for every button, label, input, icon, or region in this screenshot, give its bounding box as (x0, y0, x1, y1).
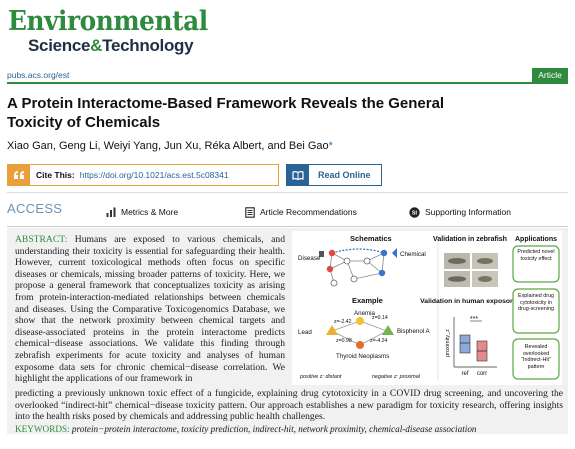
si-circle-icon: SI (409, 206, 420, 218)
zebrafish-images (444, 253, 498, 287)
boxplot-y-label: proximity_z (445, 329, 451, 357)
validation-zebrafish-text: Validation in zebrafish (433, 236, 507, 243)
journal-logo-line2: Science&Technology (28, 36, 194, 56)
metrics-label: Metrics & More (121, 207, 179, 217)
access-divider (7, 226, 568, 227)
cite-label: Cite This: (36, 170, 75, 180)
book-open-icon (287, 165, 309, 185)
app-box-1: Predicted novel toxicity effect (517, 249, 555, 262)
recommendations-label: Article Recommendations (260, 207, 357, 217)
logo-word-technology: Technology (102, 36, 194, 55)
app-box-2: Explained drug cytotoxicity in drug-scre… (518, 293, 554, 313)
keywords-list: protein−protein interactome, toxicity pr… (71, 424, 477, 434)
anemia-label: Anemia (354, 310, 376, 317)
z-thyroid-bisphenol: z=-4.24 (370, 338, 388, 344)
header-divider (7, 82, 568, 84)
journal-logo-line1: Environmental (8, 6, 208, 37)
abstract-panel: ABSTRACT: Humans are exposed to various … (7, 228, 568, 434)
abstract-column-text: ABSTRACT: Humans are exposed to various … (15, 234, 285, 385)
abstract-body-column: Humans are exposed to various chemicals,… (15, 234, 285, 385)
toc-graphic-svg: Schematics (298, 234, 560, 381)
bisphenol-label: Bisphenol A (397, 328, 431, 335)
validation-human-title: Validation in human exposome (420, 298, 520, 305)
schematic-network (319, 248, 397, 287)
corresponding-author-mark[interactable]: * (328, 140, 333, 152)
logo-ampersand: & (90, 36, 103, 55)
authors-text[interactable]: Xiao Gan, Geng Li, Weiyi Yang, Jun Xu, R… (7, 140, 329, 152)
boxplot-chart (453, 317, 497, 368)
thyroid-label: Thyroid Neoplasms (336, 353, 389, 360)
cite-this-box: Cite This: https://doi.org/10.1021/acs.e… (7, 164, 279, 186)
bar-chart-icon (106, 207, 116, 217)
cite-divider (7, 192, 568, 193)
validation-zebrafish-title: Validation in zebrafish (433, 236, 507, 243)
example-network (326, 317, 394, 349)
z-lead-anemia: z=-2.42 (334, 319, 352, 325)
disease-label: Disease (298, 255, 321, 262)
read-online-label: Read Online (318, 170, 371, 180)
app-box-3: Revealed overlooked “Indirect-Hit” patte… (521, 344, 551, 370)
recommendations-button[interactable]: Article Recommendations (245, 206, 357, 218)
legend-positive-z: positive z: distant (299, 374, 342, 380)
example-title: Example (352, 296, 383, 305)
boxplot-x-corr: corr (477, 371, 487, 377)
metrics-button[interactable]: Metrics & More (106, 207, 178, 217)
application-boxes (512, 245, 560, 380)
author-list: Xiao Gan, Geng Li, Weiyi Yang, Jun Xu, R… (7, 140, 333, 152)
quote-icon (8, 165, 30, 185)
chemical-label: Chemical (400, 251, 426, 258)
doi-link[interactable]: https://doi.org/10.1021/acs.est.5c08341 (79, 170, 229, 180)
boxplot-x-ref: ref (461, 371, 468, 377)
app-box-3-text: Revealed overlooked “Indirect-Hit” patte… (521, 344, 551, 370)
applications-title: Applications (515, 236, 557, 243)
toc-graphic: Schematics (292, 231, 562, 385)
article-type-badge: Article (532, 68, 568, 82)
supporting-info-label: Supporting Information (425, 207, 511, 217)
access-heading: ACCESS (7, 201, 63, 216)
abstract-heading: ABSTRACT: (15, 234, 68, 245)
abstract-body-full-width: predicting a previously unknown toxic ef… (15, 388, 563, 423)
read-online-button[interactable]: Read Online (286, 164, 382, 186)
journal-url-link[interactable]: pubs.acs.org/est (7, 70, 70, 80)
supporting-info-button[interactable]: SI Supporting Information (409, 206, 511, 218)
significance-stars: *** (470, 316, 478, 323)
app-box-1-text: Predicted novel toxicity effect (517, 249, 555, 262)
app-box-2-text: Explained drug cytotoxicity in drug-scre… (518, 293, 554, 313)
z-anemia-bisphenol: z=0.14 (372, 315, 388, 321)
journal-logo: Environmental Science&Technology (8, 4, 208, 66)
keywords-heading: KEYWORDS: (15, 424, 70, 434)
article-title: A Protein Interactome-Based Framework Re… (7, 95, 445, 131)
schematics-title: Schematics (350, 234, 392, 243)
document-icon (245, 206, 255, 218)
lead-label: Lead (298, 329, 312, 336)
logo-word-science: Science (28, 36, 91, 55)
legend-negative-z: negative z: proximal (372, 374, 421, 380)
z-lead-thyroid: z=0.98 (336, 338, 352, 344)
keywords-line: KEYWORDS: protein−protein interactome, t… (15, 424, 477, 434)
svg-text:SI: SI (412, 210, 418, 216)
